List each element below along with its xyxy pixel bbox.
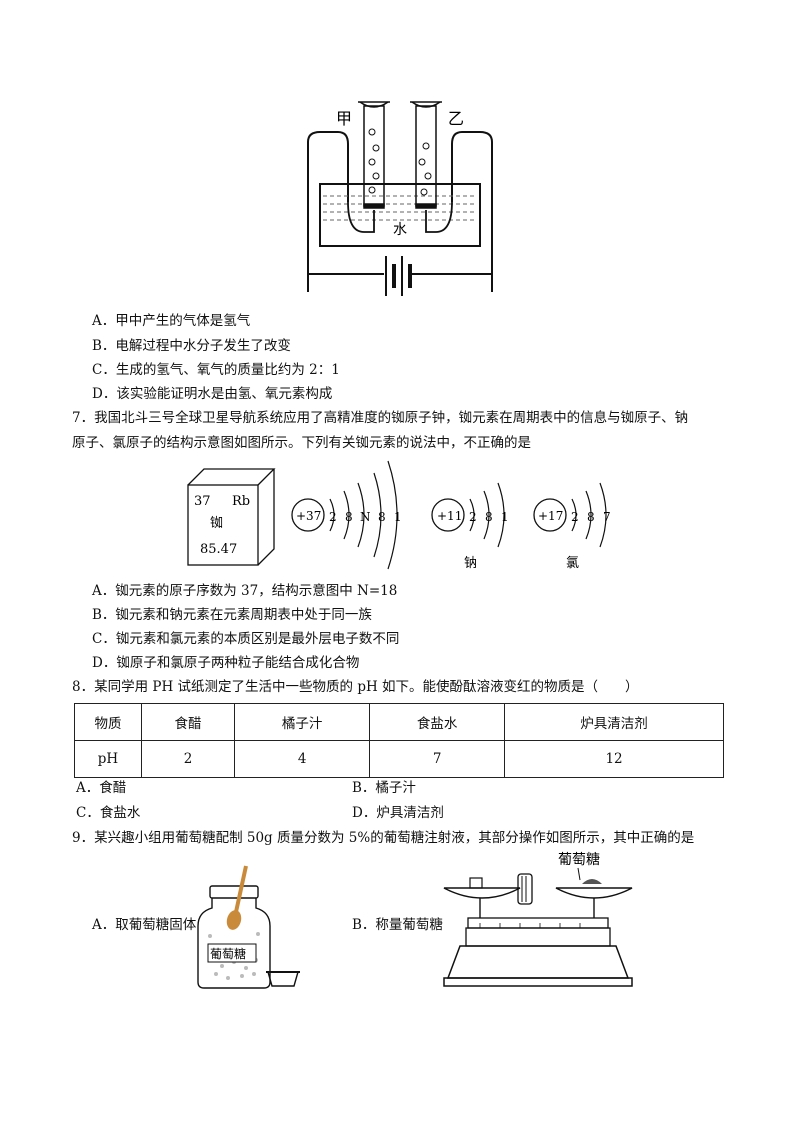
q9-option-b: B．称量葡萄糖 [352, 917, 443, 933]
atom-cl-name: 氯 [566, 556, 579, 571]
svg-text:8: 8 [345, 510, 353, 524]
ph-table: 物质 食醋 橘子汁 食盐水 炉具清洁剂 pH 2 4 7 12 [74, 703, 724, 778]
element-name: 铷 [210, 516, 223, 531]
label-water: 水 [393, 222, 407, 238]
atom-na-name: 钠 [464, 556, 477, 571]
table-cell: 2 [140, 740, 236, 778]
tube-jia [358, 101, 390, 209]
q8-option-a: A．食醋 [76, 780, 127, 796]
table-cell: 12 [504, 740, 724, 778]
table-cell: 食醋 [140, 703, 236, 741]
q6-option-d: D．该实验能证明水是由氢、氧元素构成 [92, 386, 333, 402]
q7-option-a: A．铷元素的原子序数为 37，结构示意图中 N=18 [92, 583, 398, 599]
q7-option-b: B．铷元素和钠元素在元素周期表中处于同一族 [92, 607, 372, 623]
element-mass: 85.47 [200, 542, 237, 557]
weight [469, 877, 483, 889]
element-symbol: Rb [232, 494, 250, 509]
spoon [234, 865, 248, 913]
q7-figure: 37 Rb 铷 85.47 +37 2 8 N 8 1 +11 2 8 1 钠 [187, 460, 611, 571]
balance-label: 葡萄糖 [558, 852, 600, 868]
svg-text:2: 2 [571, 510, 579, 524]
svg-text:7: 7 [603, 510, 611, 524]
q8-stem: 8．某同学用 PH 试纸测定了生活中一些物质的 pH 如下。能使酚酞溶液变红的物… [72, 679, 639, 695]
table-cell: 食盐水 [369, 703, 506, 741]
atom-rb: +37 2 8 N 8 1 [291, 460, 402, 570]
table-cell: 物质 [74, 703, 142, 741]
q8-option-d: D．炉具清洁剂 [352, 805, 444, 821]
q7-option-d: D．铷原子和氯原子两种粒子能结合成化合物 [92, 655, 360, 671]
svg-text:8: 8 [587, 510, 595, 524]
table-cell: 4 [234, 740, 371, 778]
q6-option-a: A．甲中产生的气体是氢气 [92, 313, 251, 329]
svg-text:1: 1 [501, 510, 509, 524]
jar-label: 葡萄糖 [210, 946, 246, 961]
svg-text:8: 8 [378, 510, 386, 524]
label-jia: 甲 [336, 109, 352, 128]
element-card [187, 468, 276, 566]
table-row: pH 2 4 7 12 [74, 740, 724, 778]
q6-option-b: B．电解过程中水分子发生了改变 [92, 338, 291, 354]
table-row: 物质 食醋 橘子汁 食盐水 炉具清洁剂 [74, 703, 724, 741]
electrolysis-diagram: 甲 乙 水 [307, 101, 493, 296]
water-trough [319, 183, 481, 247]
q8-option-b: B．橘子汁 [352, 780, 416, 796]
svg-text:8: 8 [485, 510, 493, 524]
svg-text:2: 2 [469, 510, 477, 524]
svg-text:+37: +37 [296, 509, 321, 523]
dish [267, 971, 299, 987]
q7-stem-line2: 原子、氯原子的结构示意图如图所示。下列有关铷元素的说法中，不正确的是 [72, 435, 531, 451]
table-cell: 7 [369, 740, 506, 778]
table-cell: pH [74, 740, 142, 778]
jar-label-box [207, 943, 257, 963]
svg-text:1: 1 [394, 510, 402, 524]
q9-option-a: A．取葡萄糖固体 [92, 917, 197, 933]
atom-cl: +17 2 8 7 氯 [533, 482, 611, 571]
table-cell: 炉具清洁剂 [504, 703, 724, 741]
glucose-jar-figure: 葡萄糖 [197, 865, 300, 989]
q9-stem: 9．某兴趣小组用葡萄糖配制 50g 质量分数为 5%的葡萄糖注射液，其部分操作如… [72, 830, 695, 846]
svg-text:N: N [360, 510, 371, 524]
balance-figure: 葡萄糖 [443, 852, 633, 987]
table-cell: 橘子汁 [234, 703, 371, 741]
q7-stem-line1: 7．我国北斗三号全球卫星导航系统应用了高精准度的铷原子钟，铷元素在周期表中的信息… [72, 410, 689, 426]
svg-text:2: 2 [329, 510, 337, 524]
svg-text:+17: +17 [538, 509, 563, 523]
element-number: 37 [194, 494, 211, 509]
q7-option-c: C．铷元素和氯元素的本质区别是最外层电子数不同 [92, 631, 400, 647]
svg-text:+11: +11 [437, 509, 462, 523]
tube-yi [410, 101, 442, 209]
atom-na: +11 2 8 1 钠 [431, 482, 509, 571]
q8-option-c: C．食盐水 [76, 805, 141, 821]
label-yi: 乙 [448, 109, 464, 128]
q6-option-c: C．生成的氢气、氧气的质量比约为 2：1 [92, 362, 340, 378]
